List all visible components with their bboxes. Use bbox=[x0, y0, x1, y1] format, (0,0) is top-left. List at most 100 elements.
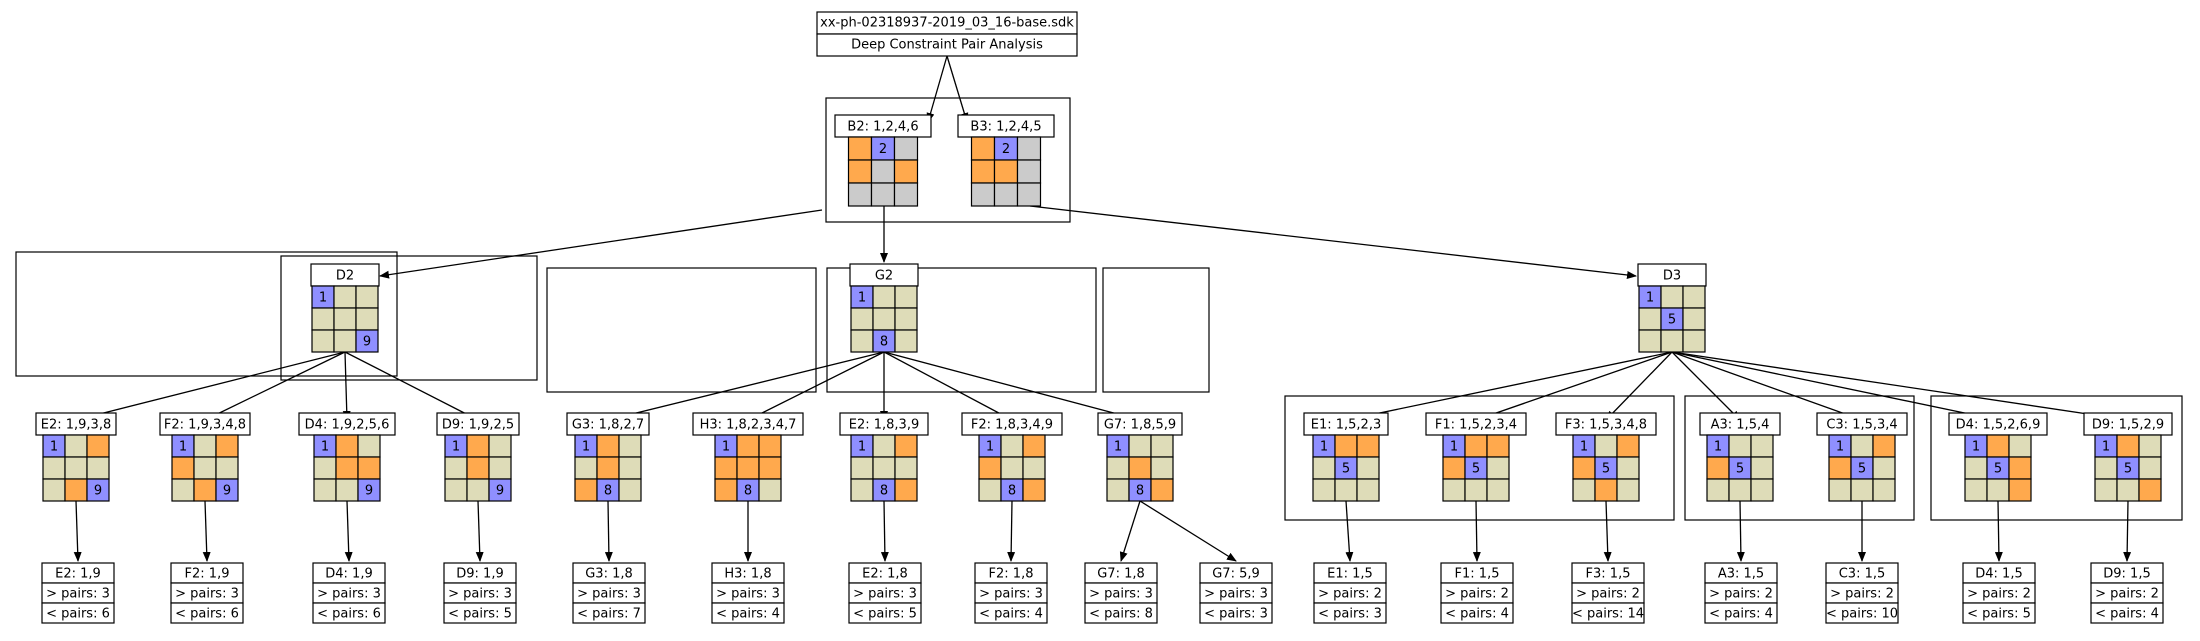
pair-node-0-cell-3 bbox=[847, 159, 873, 184]
leaf-lt-14: < pairs: 10 bbox=[1826, 607, 1898, 622]
pair-node-1-digit-1: 2 bbox=[1002, 142, 1010, 157]
branch-node-5-cell-1 bbox=[736, 434, 760, 458]
branch-node-10-digit-0: 1 bbox=[1450, 440, 1458, 455]
branch-node-6-cell-4 bbox=[872, 456, 896, 480]
leaf-lt-box-13 bbox=[1704, 602, 1778, 624]
leaf-label-15: D4: 1,5 bbox=[1975, 567, 2022, 582]
branch-node-2: D4: 1,9,2,5,619 bbox=[298, 412, 396, 502]
leaf-lt-8: < pairs: 8 bbox=[1089, 607, 1153, 622]
leaf-lt-box-11 bbox=[1440, 602, 1514, 624]
leaf-label-14: C3: 1,5 bbox=[1839, 567, 1886, 582]
mid-node-2-cell-6 bbox=[1638, 329, 1662, 353]
branch-node-0-label: E2: 1,9,3,8 bbox=[41, 418, 111, 433]
branch-node-1-cell-2 bbox=[215, 434, 239, 458]
branch-cluster-0 bbox=[15, 251, 398, 377]
branch-node-14-cell-3 bbox=[1964, 456, 1988, 480]
branch-node-2-label: D4: 1,9,2,5,6 bbox=[305, 418, 390, 433]
branch-node-7-digit-0: 1 bbox=[986, 440, 994, 455]
root-subtitle-box bbox=[816, 33, 1078, 57]
leaf-lt-7: < pairs: 4 bbox=[979, 607, 1043, 622]
branch-node-12-cell-2 bbox=[1750, 434, 1774, 458]
leaf-lt-box-6 bbox=[848, 602, 922, 624]
leaf-gt-6: > pairs: 3 bbox=[853, 587, 917, 602]
leaf-gt-12: > pairs: 2 bbox=[1576, 587, 1640, 602]
branch-cluster-3 bbox=[826, 267, 1097, 393]
branch-node-15-cell-8 bbox=[2138, 478, 2162, 502]
edge-branch-leaf-9 bbox=[1139, 500, 1237, 562]
branch-node-8: G7: 1,8,5,918 bbox=[1097, 412, 1183, 502]
branch-node-2-cell-2 bbox=[357, 434, 381, 458]
branch-node-11-cell-2 bbox=[1616, 434, 1640, 458]
branch-node-5-digit-7: 8 bbox=[744, 484, 752, 499]
branch-node-6-cell-8 bbox=[894, 478, 918, 502]
branch-node-12-label: A3: 1,5,4 bbox=[1711, 418, 1770, 433]
leaf-node-0: E2: 1,9> pairs: 3< pairs: 6 bbox=[41, 562, 115, 624]
branch-node-1-digit-8: 9 bbox=[223, 484, 231, 499]
branch-node-8-cell-6 bbox=[1106, 478, 1130, 502]
branch-node-7-cell-3 bbox=[978, 456, 1002, 480]
leaf-lt-5: < pairs: 4 bbox=[716, 607, 780, 622]
pair-node-0-cell-0 bbox=[847, 136, 873, 161]
branch-node-0: E2: 1,9,3,819 bbox=[35, 412, 117, 502]
branch-node-8-cell-4 bbox=[1128, 456, 1152, 480]
pair-node-1-cell-7 bbox=[993, 182, 1019, 207]
pair-node-0-label: B2: 1,2,4,6 bbox=[847, 120, 918, 135]
leaf-lt-10: < pairs: 3 bbox=[1318, 607, 1382, 622]
leaf-lt-box-10 bbox=[1313, 602, 1387, 624]
branch-node-7-cell-6 bbox=[978, 478, 1002, 502]
leaf-node-16: D9: 1,5> pairs: 2< pairs: 4 bbox=[2090, 562, 2164, 624]
leaf-lt-box-15 bbox=[1962, 602, 2036, 624]
mid-node-1-digit-0: 1 bbox=[858, 291, 866, 306]
leaf-label-12: F3: 1,5 bbox=[1586, 567, 1631, 582]
branch-node-5-cell-2 bbox=[758, 434, 782, 458]
branch-node-4-cell-5 bbox=[618, 456, 642, 480]
branch-node-5-digit-0: 1 bbox=[722, 440, 730, 455]
leaf-gt-1: > pairs: 3 bbox=[175, 587, 239, 602]
leaf-node-5: H3: 1,8> pairs: 3< pairs: 4 bbox=[711, 562, 785, 624]
branch-node-12-cell-3 bbox=[1706, 456, 1730, 480]
leaf-node-2: D4: 1,9> pairs: 3< pairs: 6 bbox=[312, 562, 386, 624]
branch-node-13-cell-5 bbox=[1872, 456, 1896, 480]
leaf-label-6: E2: 1,8 bbox=[862, 567, 908, 582]
branch-node-12-cell-5 bbox=[1750, 456, 1774, 480]
branch-node-15-digit-0: 1 bbox=[2102, 440, 2110, 455]
mid-node-1-cell-2 bbox=[894, 285, 918, 309]
mid-node-0-cell-8 bbox=[355, 329, 379, 353]
branch-node-8-cell-1 bbox=[1128, 434, 1152, 458]
mid-node-2-cell-3 bbox=[1638, 307, 1662, 331]
branch-node-2-cell-3 bbox=[313, 456, 337, 480]
mid-node-1-cell-1 bbox=[872, 285, 896, 309]
branch-node-4-digit-7: 8 bbox=[604, 484, 612, 499]
branch-node-6: E2: 1,8,3,918 bbox=[839, 412, 929, 502]
pair-node-1-cell-2 bbox=[1016, 136, 1042, 161]
mid-node-1-label: G2 bbox=[875, 269, 893, 284]
edge-mid-branch-9 bbox=[1345, 351, 1673, 423]
branch-node-1-cell-4 bbox=[193, 456, 217, 480]
branch-node-10: F1: 1,5,2,3,415 bbox=[1425, 412, 1527, 502]
branch-node-11-cell-8 bbox=[1616, 478, 1640, 502]
edge-branch-leaf-0 bbox=[73, 500, 82, 562]
branch-node-1-digit-0: 1 bbox=[179, 440, 187, 455]
branch-node-8-digit-7: 8 bbox=[1136, 484, 1144, 499]
branch-node-10-cell-1 bbox=[1464, 434, 1488, 458]
branch-node-0-cell-3 bbox=[42, 456, 66, 480]
edge-branch-leaf-4 bbox=[604, 500, 613, 562]
leaf-lt-box-7 bbox=[974, 602, 1048, 624]
mid-node-2-digit-0: 1 bbox=[1646, 291, 1654, 306]
branch-node-6-digit-7: 8 bbox=[880, 484, 888, 499]
leaf-node-15: D4: 1,5> pairs: 2< pairs: 5 bbox=[1962, 562, 2036, 624]
edge-branch-leaf-7 bbox=[1007, 500, 1016, 562]
edge-mid-branch-4 bbox=[607, 351, 885, 422]
branch-node-7-cell-1 bbox=[1000, 434, 1024, 458]
branch-node-3-cell-5 bbox=[488, 456, 512, 480]
branch-node-15-cell-2 bbox=[2138, 434, 2162, 458]
branch-node-8-cell-5 bbox=[1150, 456, 1174, 480]
branch-node-1-cell-8 bbox=[215, 478, 239, 502]
branch-node-2-digit-0: 1 bbox=[321, 440, 329, 455]
branch-node-14-cell-7 bbox=[1986, 478, 2010, 502]
mid-node-2-cell-1 bbox=[1660, 285, 1684, 309]
branch-node-15-label: D9: 1,5,2,9 bbox=[2092, 418, 2164, 433]
edge-pair-mid-2 bbox=[1029, 205, 1637, 279]
